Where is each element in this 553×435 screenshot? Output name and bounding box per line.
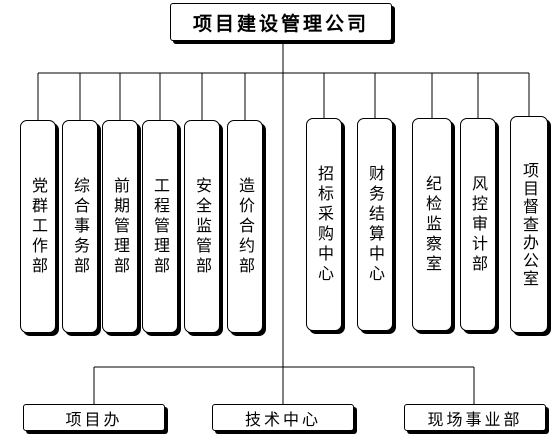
dept-node: 工程管理部 bbox=[142, 120, 178, 333]
unit-label: 现场事业部 bbox=[427, 409, 523, 429]
root-node: 项目建设管理公司 bbox=[170, 3, 392, 41]
dept-node: 造价合约部 bbox=[227, 120, 263, 333]
dept-label: 党群工作部 bbox=[29, 176, 48, 277]
dept-node: 风控审计部 bbox=[460, 118, 496, 331]
unit-node: 现场事业部 bbox=[404, 404, 546, 431]
dept-node: 党群工作部 bbox=[20, 120, 56, 333]
dept-node: 招标采购中心 bbox=[306, 118, 342, 331]
root-label: 项目建设管理公司 bbox=[192, 12, 369, 35]
dept-label: 工程管理部 bbox=[151, 176, 170, 277]
dept-node: 财务结算中心 bbox=[357, 118, 393, 331]
dept-node: 项目督查办公室 bbox=[510, 116, 548, 333]
dept-node: 综合事务部 bbox=[62, 120, 98, 333]
unit-label: 技术中心 bbox=[244, 409, 321, 429]
dept-node: 前期管理部 bbox=[102, 120, 138, 333]
dept-label: 综合事务部 bbox=[71, 176, 90, 277]
dept-label: 安全监管部 bbox=[193, 176, 212, 277]
unit-node: 技术中心 bbox=[212, 404, 354, 431]
dept-label: 纪检监察室 bbox=[423, 174, 442, 275]
dept-label: 前期管理部 bbox=[111, 176, 130, 277]
dept-label: 风控审计部 bbox=[469, 174, 488, 275]
dept-label: 财务结算中心 bbox=[366, 164, 385, 285]
dept-node: 安全监管部 bbox=[184, 120, 220, 333]
unit-node: 项目办 bbox=[23, 404, 165, 431]
dept-label: 项目督查办公室 bbox=[520, 161, 539, 288]
dept-label: 造价合约部 bbox=[236, 176, 255, 277]
unit-label: 项目办 bbox=[65, 409, 123, 429]
dept-label: 招标采购中心 bbox=[315, 164, 334, 285]
dept-node: 纪检监察室 bbox=[412, 118, 452, 331]
